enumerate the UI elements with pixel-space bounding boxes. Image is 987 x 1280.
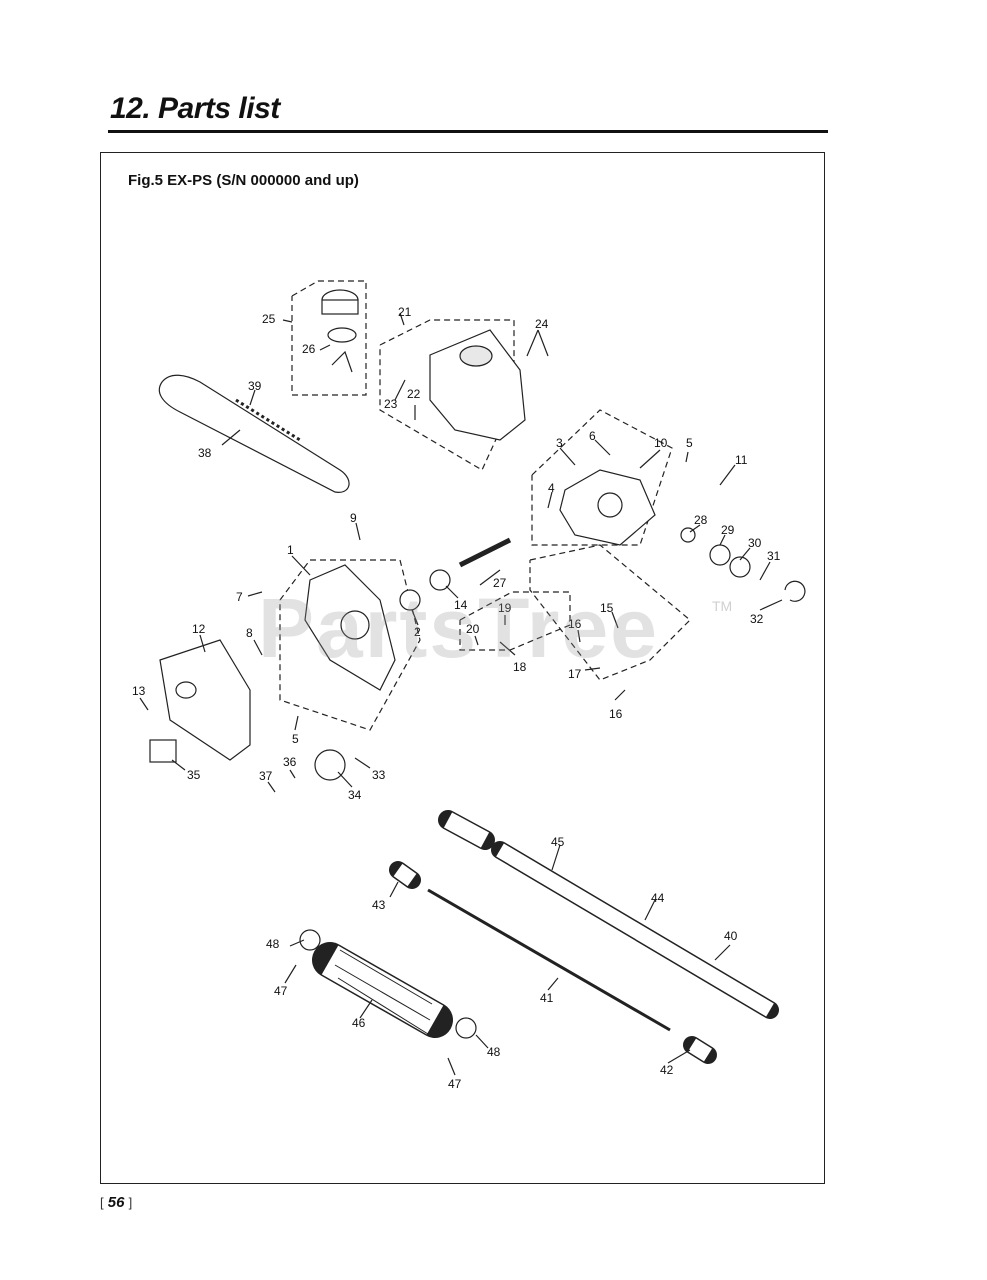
callout: 38 (198, 446, 212, 460)
callout: 35 (187, 768, 201, 782)
callout: 24 (535, 317, 549, 331)
bracket-left: [ (100, 1195, 104, 1210)
callout: 15 (600, 601, 614, 615)
callout: 13 (132, 684, 146, 698)
callout: 16 (568, 617, 582, 631)
callout: 34 (348, 788, 362, 802)
page-number: [ 56 ] (100, 1194, 132, 1211)
callout: 6 (589, 429, 596, 443)
callout: 46 (352, 1016, 366, 1030)
figure-frame (100, 152, 825, 1184)
group-box-18 (459, 591, 571, 651)
callout: 40 (724, 929, 738, 943)
callout: 47 (448, 1077, 462, 1091)
callout: 44 (651, 891, 665, 905)
callout: 43 (372, 898, 386, 912)
callout: 18 (513, 660, 527, 674)
callout: 5 (292, 732, 299, 746)
saw-chain-39 (235, 398, 301, 442)
callout: 48 (266, 937, 280, 951)
clamp-48-lower (455, 1017, 477, 1039)
callout: 14 (454, 598, 468, 612)
callout: 17 (568, 667, 582, 681)
callout: 42 (660, 1063, 674, 1077)
callout: 32 (750, 612, 764, 626)
title-rule (108, 130, 828, 133)
figure-caption: Fig.5 EX-PS (S/N 000000 and up) (128, 172, 359, 189)
callout: 3 (556, 436, 563, 450)
callout: 39 (248, 379, 262, 393)
callout: 36 (283, 755, 297, 769)
chain-cover-12 (159, 639, 251, 761)
label-35 (149, 739, 177, 763)
callout: 45 (551, 835, 565, 849)
callout: 10 (654, 436, 668, 450)
clamp-48-upper (299, 929, 321, 951)
callout: 7 (236, 590, 243, 604)
callout: 16 (609, 707, 623, 721)
callout: 22 (407, 387, 421, 401)
callout: 30 (748, 536, 762, 550)
callout: 11 (735, 453, 748, 467)
callout: 5 (686, 436, 693, 450)
section-title: 12. Parts list (110, 92, 280, 125)
callout: 47 (274, 984, 288, 998)
guide-bar-38 (158, 374, 350, 493)
callout: 4 (548, 481, 555, 495)
callout: 2 (414, 625, 421, 639)
callout: 41 (540, 991, 554, 1005)
group-box-15 (529, 544, 691, 681)
callout: 25 (262, 312, 276, 326)
drive-shaft-41 (427, 888, 671, 1032)
callout: 37 (259, 769, 273, 783)
group-box-21 (379, 319, 515, 471)
gear-housing-21 (429, 329, 526, 441)
callout: 19 (498, 601, 512, 615)
callout: 29 (721, 523, 735, 537)
callout: 12 (192, 622, 206, 636)
watermark-tm: TM (712, 598, 733, 614)
bracket-right: ] (128, 1195, 133, 1210)
callout: 33 (372, 768, 386, 782)
callout: 9 (350, 511, 357, 525)
callout: 8 (246, 626, 253, 640)
callout: 31 (767, 549, 781, 563)
group-box-1 (279, 559, 421, 731)
callout: 21 (398, 305, 412, 319)
group-box-25 (291, 280, 367, 396)
callout: 20 (466, 622, 480, 636)
callout: 23 (384, 397, 398, 411)
callout: 27 (493, 576, 507, 590)
watermark-logo: PartsTree (258, 581, 659, 675)
shaft-assembly-27 (458, 537, 512, 568)
callout: 28 (694, 513, 708, 527)
page-number-value: 56 (107, 1194, 125, 1211)
callout: 48 (487, 1045, 501, 1059)
callout-labels: 25 26 21 24 23 22 39 38 3 6 10 5 11 4 9 … (132, 305, 781, 1091)
callout: 26 (302, 342, 316, 356)
callout: 1 (287, 543, 294, 557)
